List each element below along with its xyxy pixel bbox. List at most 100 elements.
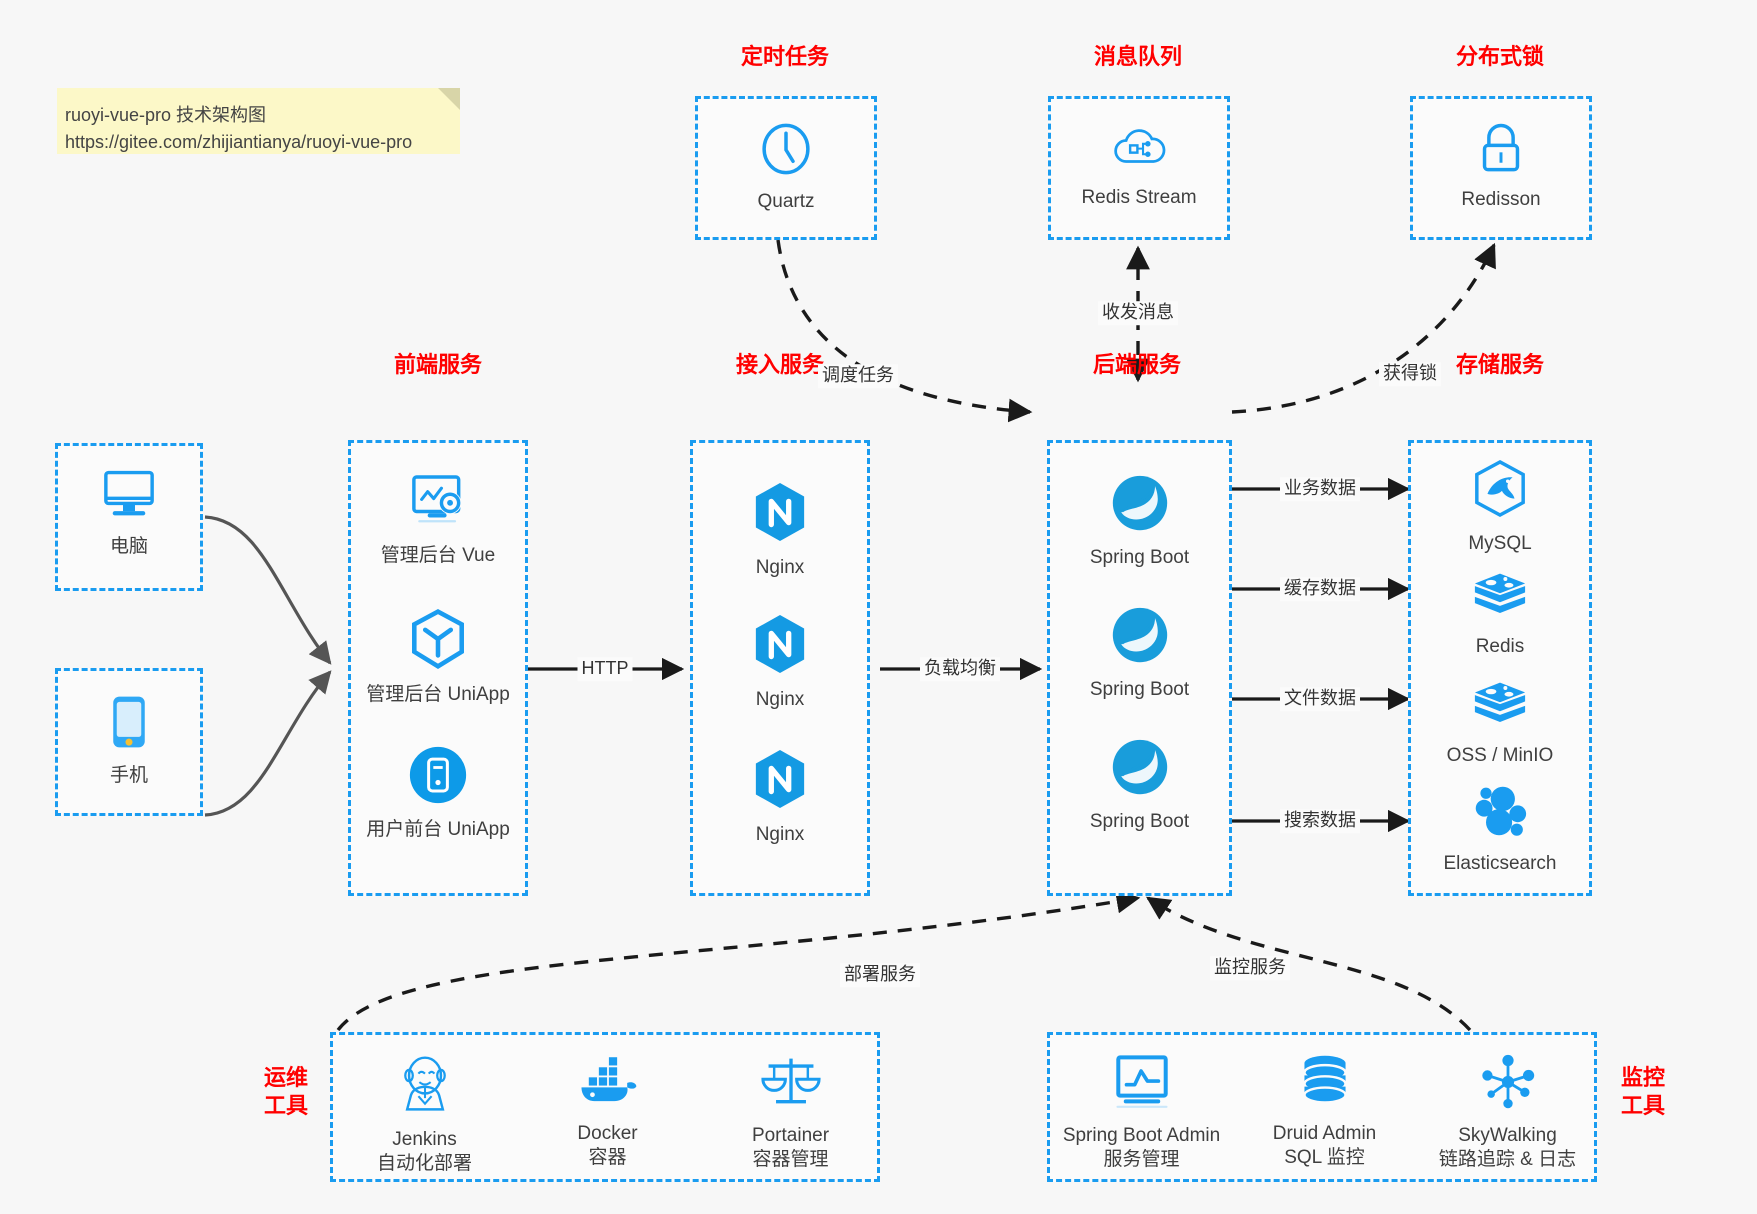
database-icon bbox=[1233, 1053, 1416, 1116]
nginx-icon bbox=[693, 481, 867, 550]
monitor-chart-icon bbox=[1050, 1053, 1233, 1118]
node-label: Spring Boot Admin bbox=[1062, 1124, 1221, 1146]
phone-icon bbox=[58, 693, 200, 758]
mysql-icon bbox=[1411, 459, 1589, 526]
node-label: Elasticsearch bbox=[1443, 852, 1557, 874]
node-label: 用户前台 UniApp bbox=[366, 818, 510, 840]
group-title-backend: 后端服务 bbox=[1092, 352, 1181, 377]
node-portainer[interactable]: Portainer 容器管理 bbox=[699, 1053, 882, 1171]
group-title-gateway: 接入服务 bbox=[735, 352, 824, 377]
nginx-icon bbox=[693, 613, 867, 682]
group-lock: Redisson bbox=[1410, 96, 1592, 240]
node-redis-stream[interactable]: Redis Stream bbox=[1051, 121, 1227, 210]
group-frontend: 管理后台 Vue 管理后台 UniApp 用户前台 UniApp bbox=[348, 440, 528, 896]
node-redisson[interactable]: Redisson bbox=[1413, 121, 1589, 212]
skywalking-icon bbox=[1416, 1053, 1599, 1118]
cube-icon bbox=[351, 608, 525, 677]
node-label: Quartz bbox=[757, 190, 815, 212]
edge-label-deploy-service: 部署服务 bbox=[840, 963, 920, 987]
note-fold-corner bbox=[438, 88, 460, 110]
title-sticky-note: ruoyi-vue-pro 技术架构图 https://gitee.com/zh… bbox=[57, 88, 460, 154]
devops-title-line-2: 工具 bbox=[263, 1092, 308, 1118]
redis-icon bbox=[1411, 570, 1589, 629]
node-sublabel: 容器管理 bbox=[752, 1148, 829, 1170]
node-nginx-2[interactable]: Nginx bbox=[693, 613, 867, 712]
mobile-app-icon bbox=[351, 745, 525, 812]
node-label: 电脑 bbox=[109, 535, 148, 557]
node-label: Nginx bbox=[755, 556, 805, 578]
monitor-title-line-2: 工具 bbox=[1620, 1092, 1665, 1118]
lock-icon bbox=[1413, 121, 1589, 182]
node-label: Redisson bbox=[1461, 188, 1541, 210]
node-nginx-1[interactable]: Nginx bbox=[693, 481, 867, 580]
note-line-2: https://gitee.com/zhijiantianya/ruoyi-vu… bbox=[65, 132, 413, 152]
node-admin-uniapp[interactable]: 管理后台 UniApp bbox=[351, 608, 525, 707]
node-quartz[interactable]: Quartz bbox=[698, 121, 874, 214]
node-mysql[interactable]: MySQL bbox=[1411, 459, 1589, 556]
node-sublabel: SQL 监控 bbox=[1284, 1146, 1365, 1168]
node-label: Redis bbox=[1475, 635, 1525, 657]
node-label: Druid Admin bbox=[1272, 1122, 1377, 1144]
node-label: Spring Boot bbox=[1089, 546, 1190, 568]
node-spring-boot-3[interactable]: Spring Boot bbox=[1050, 737, 1229, 834]
node-elasticsearch[interactable]: Elasticsearch bbox=[1411, 783, 1589, 876]
edge-label-business-data: 业务数据 bbox=[1280, 477, 1360, 501]
edge-label-get-lock: 获得锁 bbox=[1379, 362, 1441, 386]
group-gateway: Nginx Nginx Nginx bbox=[690, 440, 870, 896]
note-line-1: ruoyi-vue-pro 技术架构图 bbox=[65, 105, 267, 125]
edge-label-load-balance: 负载均衡 bbox=[920, 657, 1000, 681]
desktop-icon bbox=[58, 466, 200, 529]
spring-boot-icon bbox=[1050, 605, 1229, 672]
node-label: 管理后台 UniApp bbox=[366, 683, 510, 705]
nginx-icon bbox=[693, 748, 867, 817]
node-nginx-3[interactable]: Nginx bbox=[693, 748, 867, 847]
elasticsearch-icon bbox=[1411, 783, 1589, 846]
node-label: Spring Boot bbox=[1089, 810, 1190, 832]
node-label: MySQL bbox=[1468, 532, 1532, 554]
edge-label-schedule-task: 调度任务 bbox=[818, 364, 898, 388]
node-sublabel: 服务管理 bbox=[1103, 1148, 1180, 1170]
group-scheduler: Quartz bbox=[695, 96, 877, 240]
node-redis[interactable]: Redis bbox=[1411, 570, 1589, 659]
node-druid-admin[interactable]: Druid Admin SQL 监控 bbox=[1233, 1053, 1416, 1169]
group-storage: MySQL Redis bbox=[1408, 440, 1592, 896]
edge-label-http: HTTP bbox=[577, 657, 633, 681]
node-label: Docker bbox=[577, 1122, 638, 1144]
clock-icon bbox=[698, 121, 874, 184]
edge-label-file-data: 文件数据 bbox=[1280, 687, 1360, 711]
node-skywalking[interactable]: SkyWalking 链路追踪 & 日志 bbox=[1416, 1053, 1599, 1171]
node-oss-minio[interactable]: OSS / MinIO bbox=[1411, 679, 1589, 768]
node-admin-vue[interactable]: 管理后台 Vue bbox=[351, 473, 525, 568]
group-title-monitor: 监控 工具 bbox=[1612, 1064, 1674, 1119]
node-spring-boot-1[interactable]: Spring Boot bbox=[1050, 473, 1229, 570]
jenkins-icon bbox=[333, 1053, 516, 1122]
node-jenkins[interactable]: Jenkins 自动化部署 bbox=[333, 1053, 516, 1175]
node-label: Spring Boot bbox=[1089, 678, 1190, 700]
node-spring-boot-2[interactable]: Spring Boot bbox=[1050, 605, 1229, 702]
node-sublabel: 链路追踪 & 日志 bbox=[1438, 1148, 1577, 1170]
node-sublabel: 容器 bbox=[588, 1146, 627, 1168]
scales-icon bbox=[699, 1053, 882, 1118]
spring-boot-icon bbox=[1050, 473, 1229, 540]
node-phone[interactable]: 手机 bbox=[58, 693, 200, 788]
node-desktop[interactable]: 电脑 bbox=[58, 466, 200, 559]
node-label: 手机 bbox=[109, 764, 148, 786]
node-label: Jenkins bbox=[392, 1128, 457, 1150]
node-spring-boot-admin[interactable]: Spring Boot Admin 服务管理 bbox=[1050, 1053, 1233, 1171]
node-label: Portainer bbox=[751, 1124, 830, 1146]
group-mq: Redis Stream bbox=[1048, 96, 1230, 240]
group-title-devops: 运维 工具 bbox=[255, 1064, 317, 1119]
dashboard-gear-icon bbox=[351, 473, 525, 538]
node-docker[interactable]: Docker 容器 bbox=[516, 1053, 699, 1169]
group-backend: Spring Boot Spring Boot Spring Boot bbox=[1047, 440, 1232, 896]
node-label: Nginx bbox=[755, 823, 805, 845]
node-sublabel: 自动化部署 bbox=[376, 1152, 472, 1174]
cloud-stream-icon bbox=[1051, 121, 1227, 180]
group-monitor: Spring Boot Admin 服务管理 Druid Admin SQL 监… bbox=[1047, 1032, 1597, 1182]
edge-label-message: 收发消息 bbox=[1098, 301, 1178, 325]
node-user-uniapp[interactable]: 用户前台 UniApp bbox=[351, 745, 525, 842]
node-label: SkyWalking bbox=[1458, 1124, 1557, 1146]
docker-icon bbox=[516, 1053, 699, 1116]
group-title-mq: 消息队列 bbox=[1093, 44, 1182, 69]
